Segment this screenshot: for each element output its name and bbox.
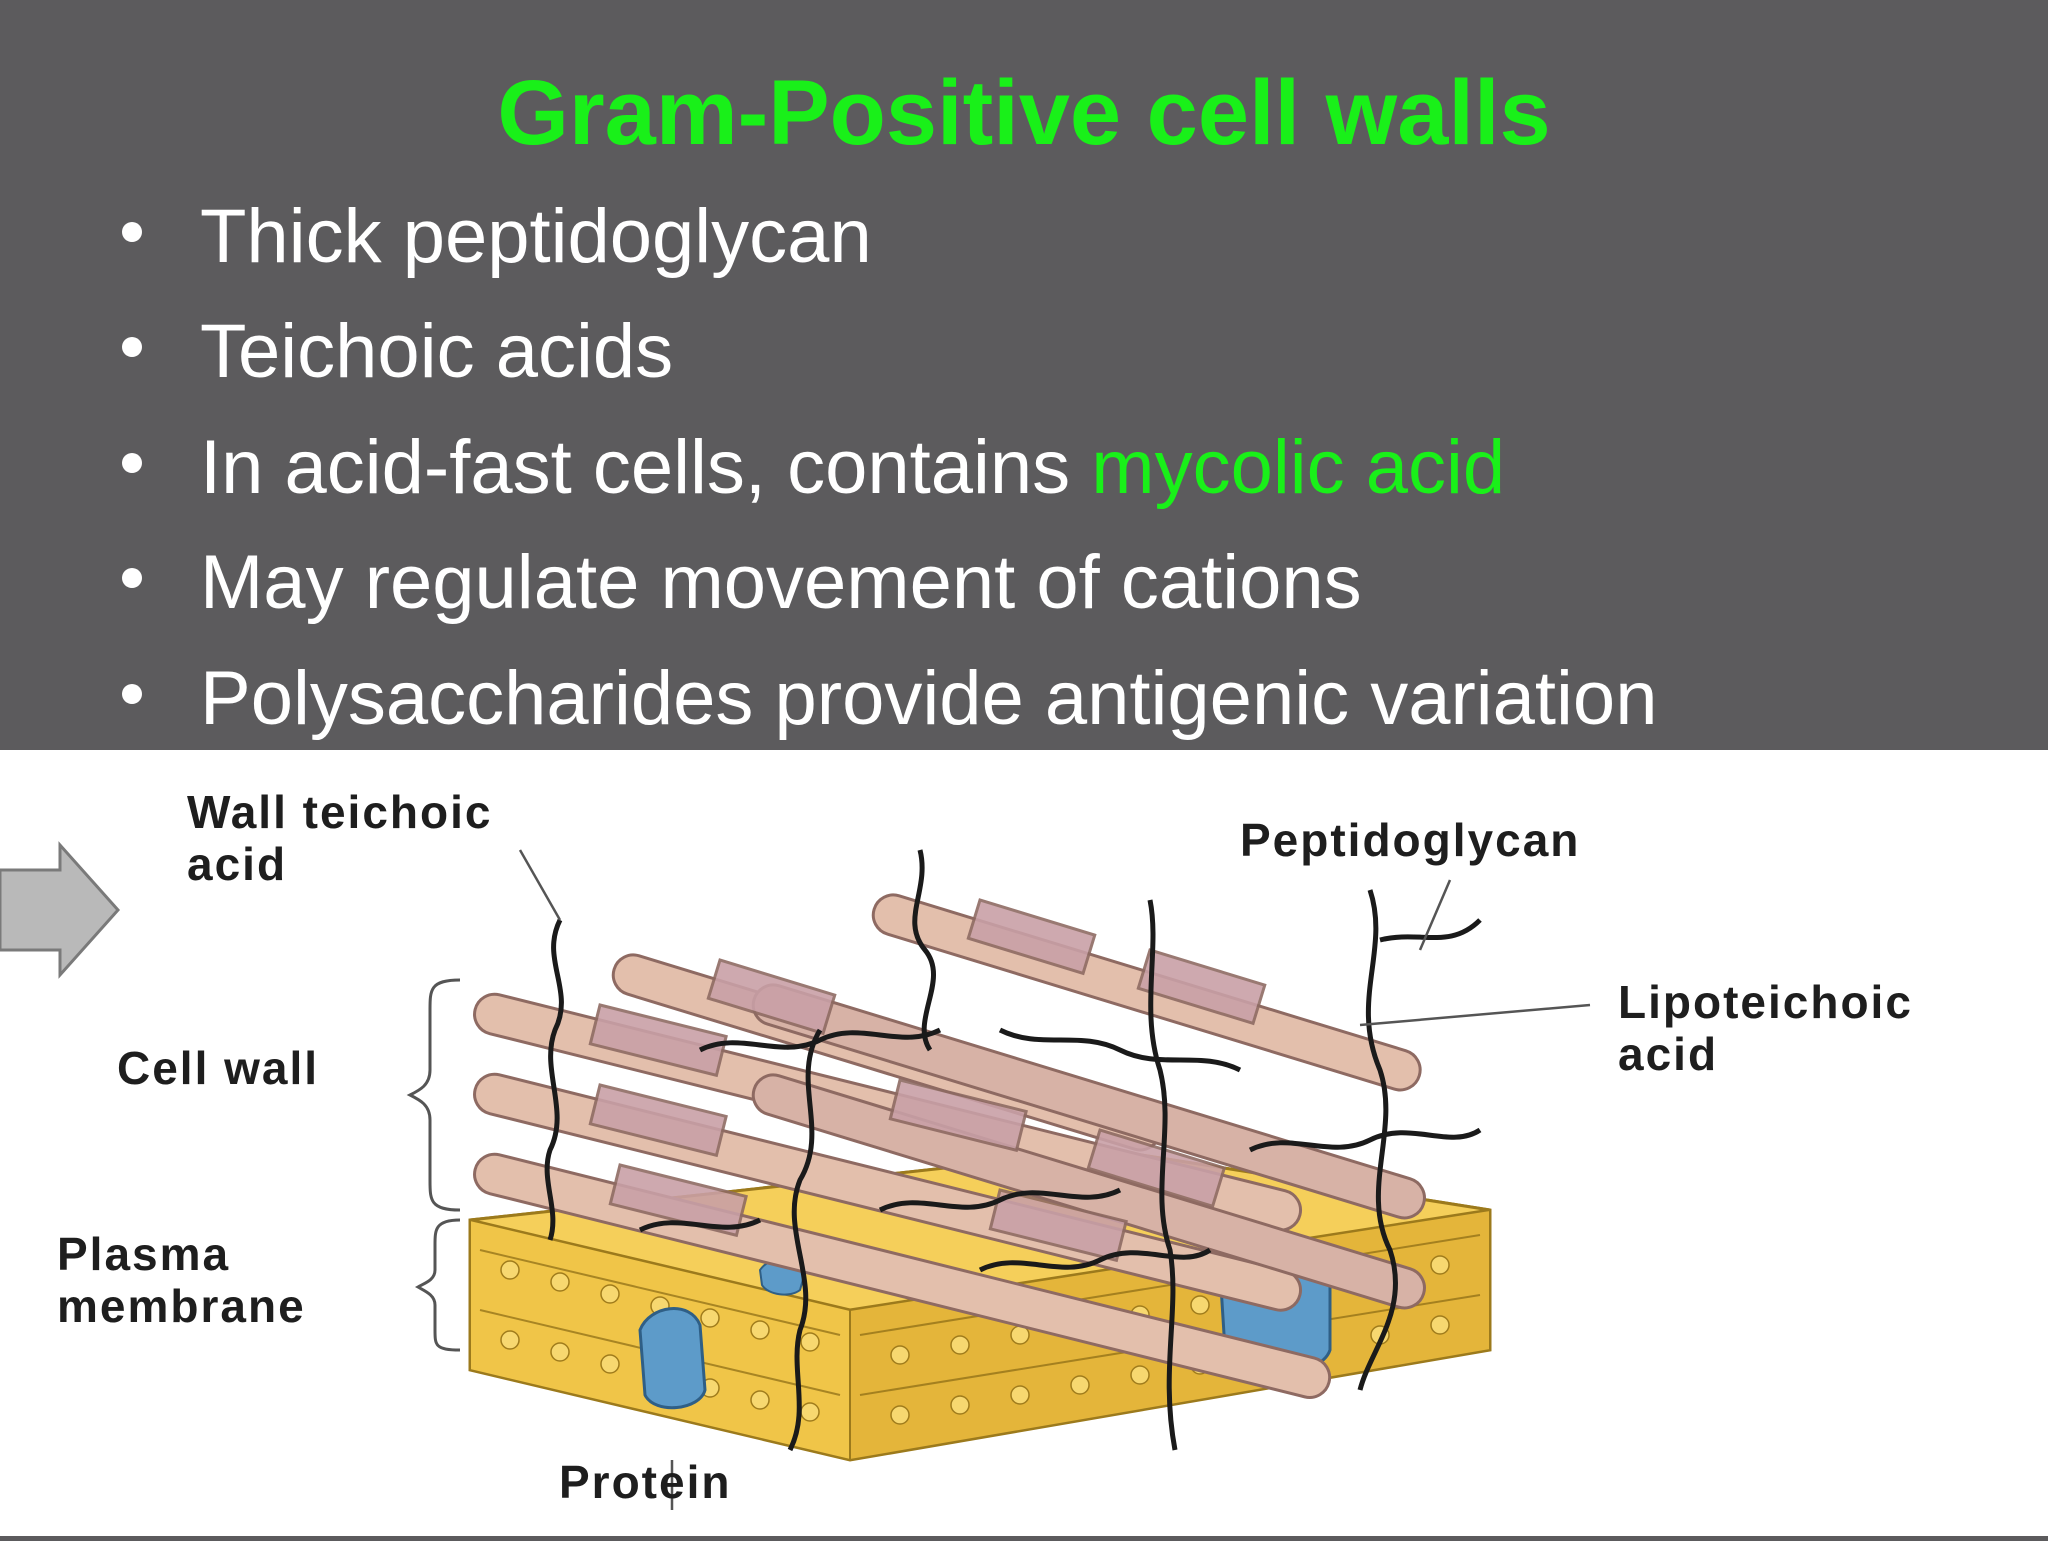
label-wall-teichoic: Wall teichoic acid bbox=[187, 786, 492, 890]
protein-shape bbox=[638, 1307, 707, 1410]
bullet-icon bbox=[122, 453, 142, 473]
slide-header: Gram-Positive cell walls Thick peptidogl… bbox=[0, 0, 2048, 750]
label-protein: Protein bbox=[559, 1456, 732, 1508]
bullet-text: In acid-fast cells, contains mycolic aci… bbox=[200, 423, 1505, 513]
bullet-text: May regulate movement of cations bbox=[200, 540, 1362, 625]
bullet-icon bbox=[122, 684, 142, 704]
plasma-membrane-brace bbox=[414, 1218, 461, 1352]
bullet-item: Teichoic acids bbox=[0, 309, 2048, 415]
label-peptidoglycan: Peptidoglycan bbox=[1240, 814, 1581, 866]
label-plasma-line1: Plasma bbox=[57, 1228, 231, 1280]
diagram-illustration bbox=[0, 841, 1591, 1510]
cell-wall-diagram: Wall teichoic acid Peptidoglycan Lipotei… bbox=[0, 750, 2048, 1536]
label-wall-teichoic-line2: acid bbox=[187, 838, 288, 890]
bullet-item: Thick peptidoglycan bbox=[0, 194, 2048, 300]
bullet-icon bbox=[122, 222, 142, 242]
bullet-text-plain: In acid-fast cells, contains bbox=[200, 425, 1092, 510]
teichoic-strands bbox=[544, 849, 1482, 1452]
label-plasma-line2: membrane bbox=[57, 1280, 306, 1332]
bullet-text: Teichoic acids bbox=[200, 309, 674, 394]
cell-wall-brace bbox=[406, 978, 461, 1212]
label-plasma-membrane: Plasma membrane bbox=[57, 1228, 306, 1332]
label-lipoteichoic-line1: Lipoteichoic bbox=[1618, 976, 1913, 1028]
label-lipoteichoic: Lipoteichoic acid bbox=[1618, 976, 1913, 1080]
bullet-text: Polysaccharides provide antigenic variat… bbox=[200, 656, 1658, 741]
label-lipoteichoic-line2: acid bbox=[1618, 1028, 1719, 1080]
bullet-icon bbox=[122, 337, 142, 357]
bullet-item: May regulate movement of cations bbox=[0, 540, 2048, 646]
bullet-text: Thick peptidoglycan bbox=[200, 194, 872, 279]
bullet-item: Polysaccharides provide antigenic variat… bbox=[0, 656, 2048, 762]
bullet-text-highlight: mycolic acid bbox=[1091, 425, 1506, 510]
label-cell-wall: Cell wall bbox=[117, 1042, 320, 1094]
bullet-icon bbox=[122, 568, 142, 588]
peptidoglycan-rods bbox=[473, 893, 1426, 1399]
arrow-icon bbox=[0, 841, 121, 979]
slide-title: Gram-Positive cell walls bbox=[497, 62, 1551, 164]
bullet-item: In acid-fast cells, contains mycolic aci… bbox=[0, 425, 2048, 531]
label-wall-teichoic-line1: Wall teichoic bbox=[187, 786, 493, 838]
